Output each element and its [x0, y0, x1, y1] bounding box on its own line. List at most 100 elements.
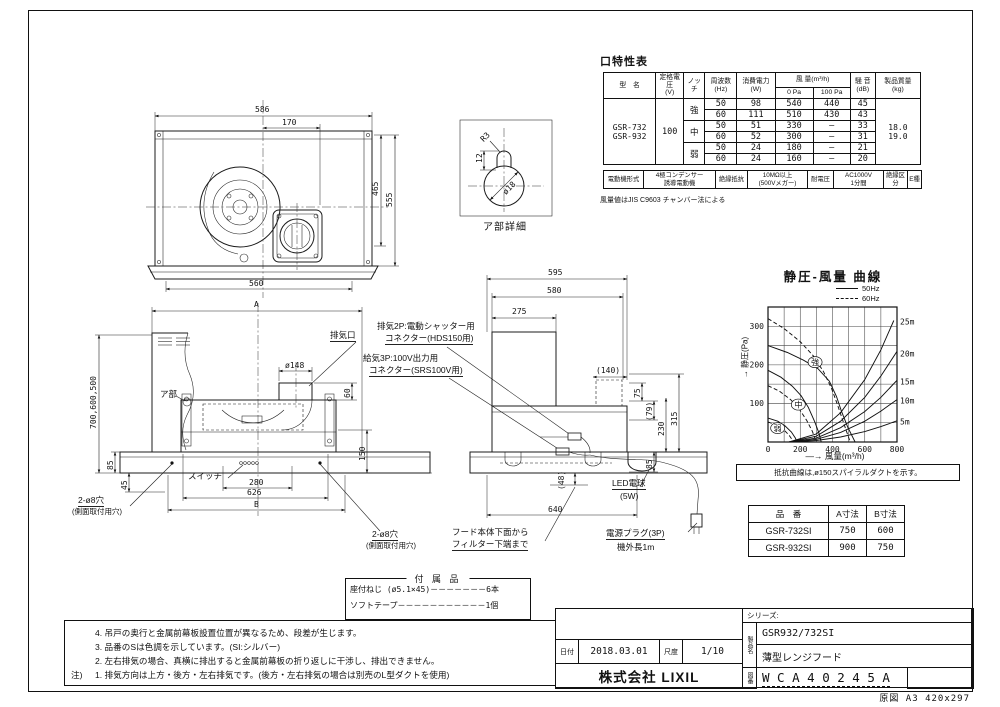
legend-60hz: 60Hz [836, 294, 880, 304]
side-holes-sublabel-right: (側面取付用穴) [366, 541, 416, 550]
front-view-drawing: A ø148 [89, 300, 573, 532]
company-name: 株式会社 LIXIL [555, 663, 743, 689]
col-noise: 騒 音(dB) [849, 72, 876, 99]
filter-note-line2: フィルター下端まで [452, 539, 529, 551]
dim-d148: ø148 [285, 361, 304, 370]
col-frequency: 周波数(Hz) [704, 72, 738, 99]
dim-d18: ø18 [501, 180, 518, 197]
col-notch: ノッチ [683, 72, 706, 99]
detail-caption: ア部詳細 [483, 220, 527, 233]
led-label-line2: (5W) [620, 491, 639, 501]
exhaust-port-label: 排気口 [330, 330, 356, 342]
chart-note: 抵抗曲線は,ø150スパイラルダクトを示す。 [736, 464, 960, 481]
notch-curve-label: 強 [811, 357, 819, 367]
duct-length-label: 15m [900, 377, 915, 386]
fan-curve-弱 50Hz [767, 417, 798, 443]
note-item-1: 1. 排気方向は上方・後方・左右排気です。(後方・左右排気の場合は別売のL型ダク… [95, 670, 450, 680]
drawing-number-label: 図番 [742, 667, 757, 689]
side-holes-sublabel-left: (側面取付用穴) [72, 507, 122, 516]
dim-r3: R3 [479, 130, 492, 143]
fan-curve-強 50Hz [767, 345, 856, 443]
notes-box: 注) 4. 吊戸の奥行と金属前幕板設置位置が異なるため、段差が生じます。 3. … [64, 620, 556, 686]
duct-length-label: 5m [900, 418, 910, 427]
note-item-2: 2. 左右排気の場合、真横に排出すると金属前幕板の折り返しに干渉し、排出できませ… [95, 656, 440, 666]
insulation-res-value: 10MΩ以上(500Vメガー) [747, 169, 808, 190]
dim-75: 75 [633, 388, 642, 398]
dashed-line-sample [836, 298, 858, 300]
motor-type-value: 4極コンデンサー誘導電動機 [643, 169, 716, 190]
y-tick: 300 [750, 322, 765, 331]
dim-12: 12 [475, 153, 484, 163]
col-mass: 製品質量(kg) [874, 72, 922, 99]
supply-connector-label-line1: 給気3P:100V出力用 [363, 353, 439, 363]
dim-45: 45 [120, 480, 129, 490]
title-block-empty-cell-2 [907, 667, 974, 689]
x-tick: 400 [825, 445, 840, 454]
side-holes-label-right: 2-ø8穴 [372, 529, 398, 541]
accessory-item: ソフトテープ－－－－－－－－－－－1個 [350, 601, 499, 610]
fan-curve-強 60Hz [767, 318, 851, 443]
fan-curve-弱 60Hz [767, 421, 795, 443]
original-size-note: 原図 A3 420x297 [879, 694, 970, 704]
side-holes-label-left: 2-ø8穴 [78, 495, 104, 507]
y-tick: 100 [750, 399, 765, 408]
switch-label: スイッチ [188, 471, 223, 481]
led-label-line1: LED電球 [612, 478, 646, 490]
product-name-value: 薄型レンジフード [756, 644, 974, 668]
dim-B: B [254, 500, 259, 509]
duct-length-label: 25m [900, 317, 915, 326]
date-label: 日付 [555, 639, 579, 664]
dim-595: 595 [548, 268, 563, 277]
dim-150: 150 [358, 446, 367, 461]
parts-col-b: B寸法 [866, 505, 905, 523]
accessories-box: 付 属 品 座付ねじ (ø5.1×45)－－－－－－－6本 ソフトテープ－－－－… [345, 572, 531, 620]
dim-230: 230 [657, 421, 666, 436]
title-block: 日付 2018.03.01 尺度 1/10 株式会社 LIXIL シリーズ: 製… [555, 608, 974, 689]
dim-560: 560 [249, 279, 264, 288]
dim-85b: 85 [645, 459, 654, 469]
part-a-label: ア部 [160, 389, 178, 399]
dim-700-600-500: 700,600,500 [89, 376, 98, 429]
dim-60: 60 [343, 388, 352, 398]
notch-curve-label: 中 [794, 400, 802, 410]
note-item-4: 4. 吊戸の奥行と金属前幕板設置位置が異なるため、段差が生じます。 [95, 628, 362, 638]
insulation-class-label: 絶縁区分 [883, 169, 908, 190]
chart-y-axis-label: → 静圧(Pa) [740, 336, 750, 379]
y-tick: 200 [750, 360, 765, 369]
dim-140: (140) [596, 366, 620, 375]
dim-580: 580 [547, 286, 562, 295]
col-airflow-0pa: 0 Pa [774, 87, 814, 99]
motor-spec-table: 電動機形式 4極コンデンサー誘導電動機 絶縁抵抗 10MΩ以上(500Vメガー)… [603, 169, 922, 190]
solid-line-sample [836, 288, 858, 290]
fan-curve-中 50Hz [767, 369, 822, 443]
side-view-drawing: 595 580 275 (140) [469, 268, 708, 542]
col-airflow-100pa: 100 Pa [812, 87, 851, 99]
scale-label: 尺度 [659, 639, 683, 664]
dim-586: 586 [255, 105, 270, 114]
dim-48: (48) [557, 471, 566, 490]
power-plug-label: 電源プラグ(3P) [606, 528, 665, 540]
parts-col-model: 品 番 [748, 505, 829, 523]
x-tick: 800 [890, 445, 905, 454]
dim-85: 85 [106, 460, 115, 470]
model-dimension-table: 品 番 A寸法 B寸法 GSR-732SI 750 600 GSR-932SI … [748, 505, 905, 557]
resistance-curve-20m [788, 351, 898, 443]
notch-curve-label: 弱 [774, 424, 782, 433]
col-voltage: 定格電圧(V) [655, 72, 685, 99]
col-model: 型 名 [602, 72, 657, 99]
title-block-empty-cell [555, 608, 743, 640]
scale-value: 1/10 [682, 639, 743, 664]
dim-555: 555 [385, 192, 394, 207]
resistance-curve-10m [788, 399, 898, 443]
filter-note-line1: フード本体下面から [452, 527, 529, 537]
series-label: シリーズ: [742, 608, 974, 623]
dim-640: 640 [548, 505, 563, 514]
dim-280: 280 [249, 478, 264, 487]
top-view-drawing: 586 170 [146, 100, 399, 298]
